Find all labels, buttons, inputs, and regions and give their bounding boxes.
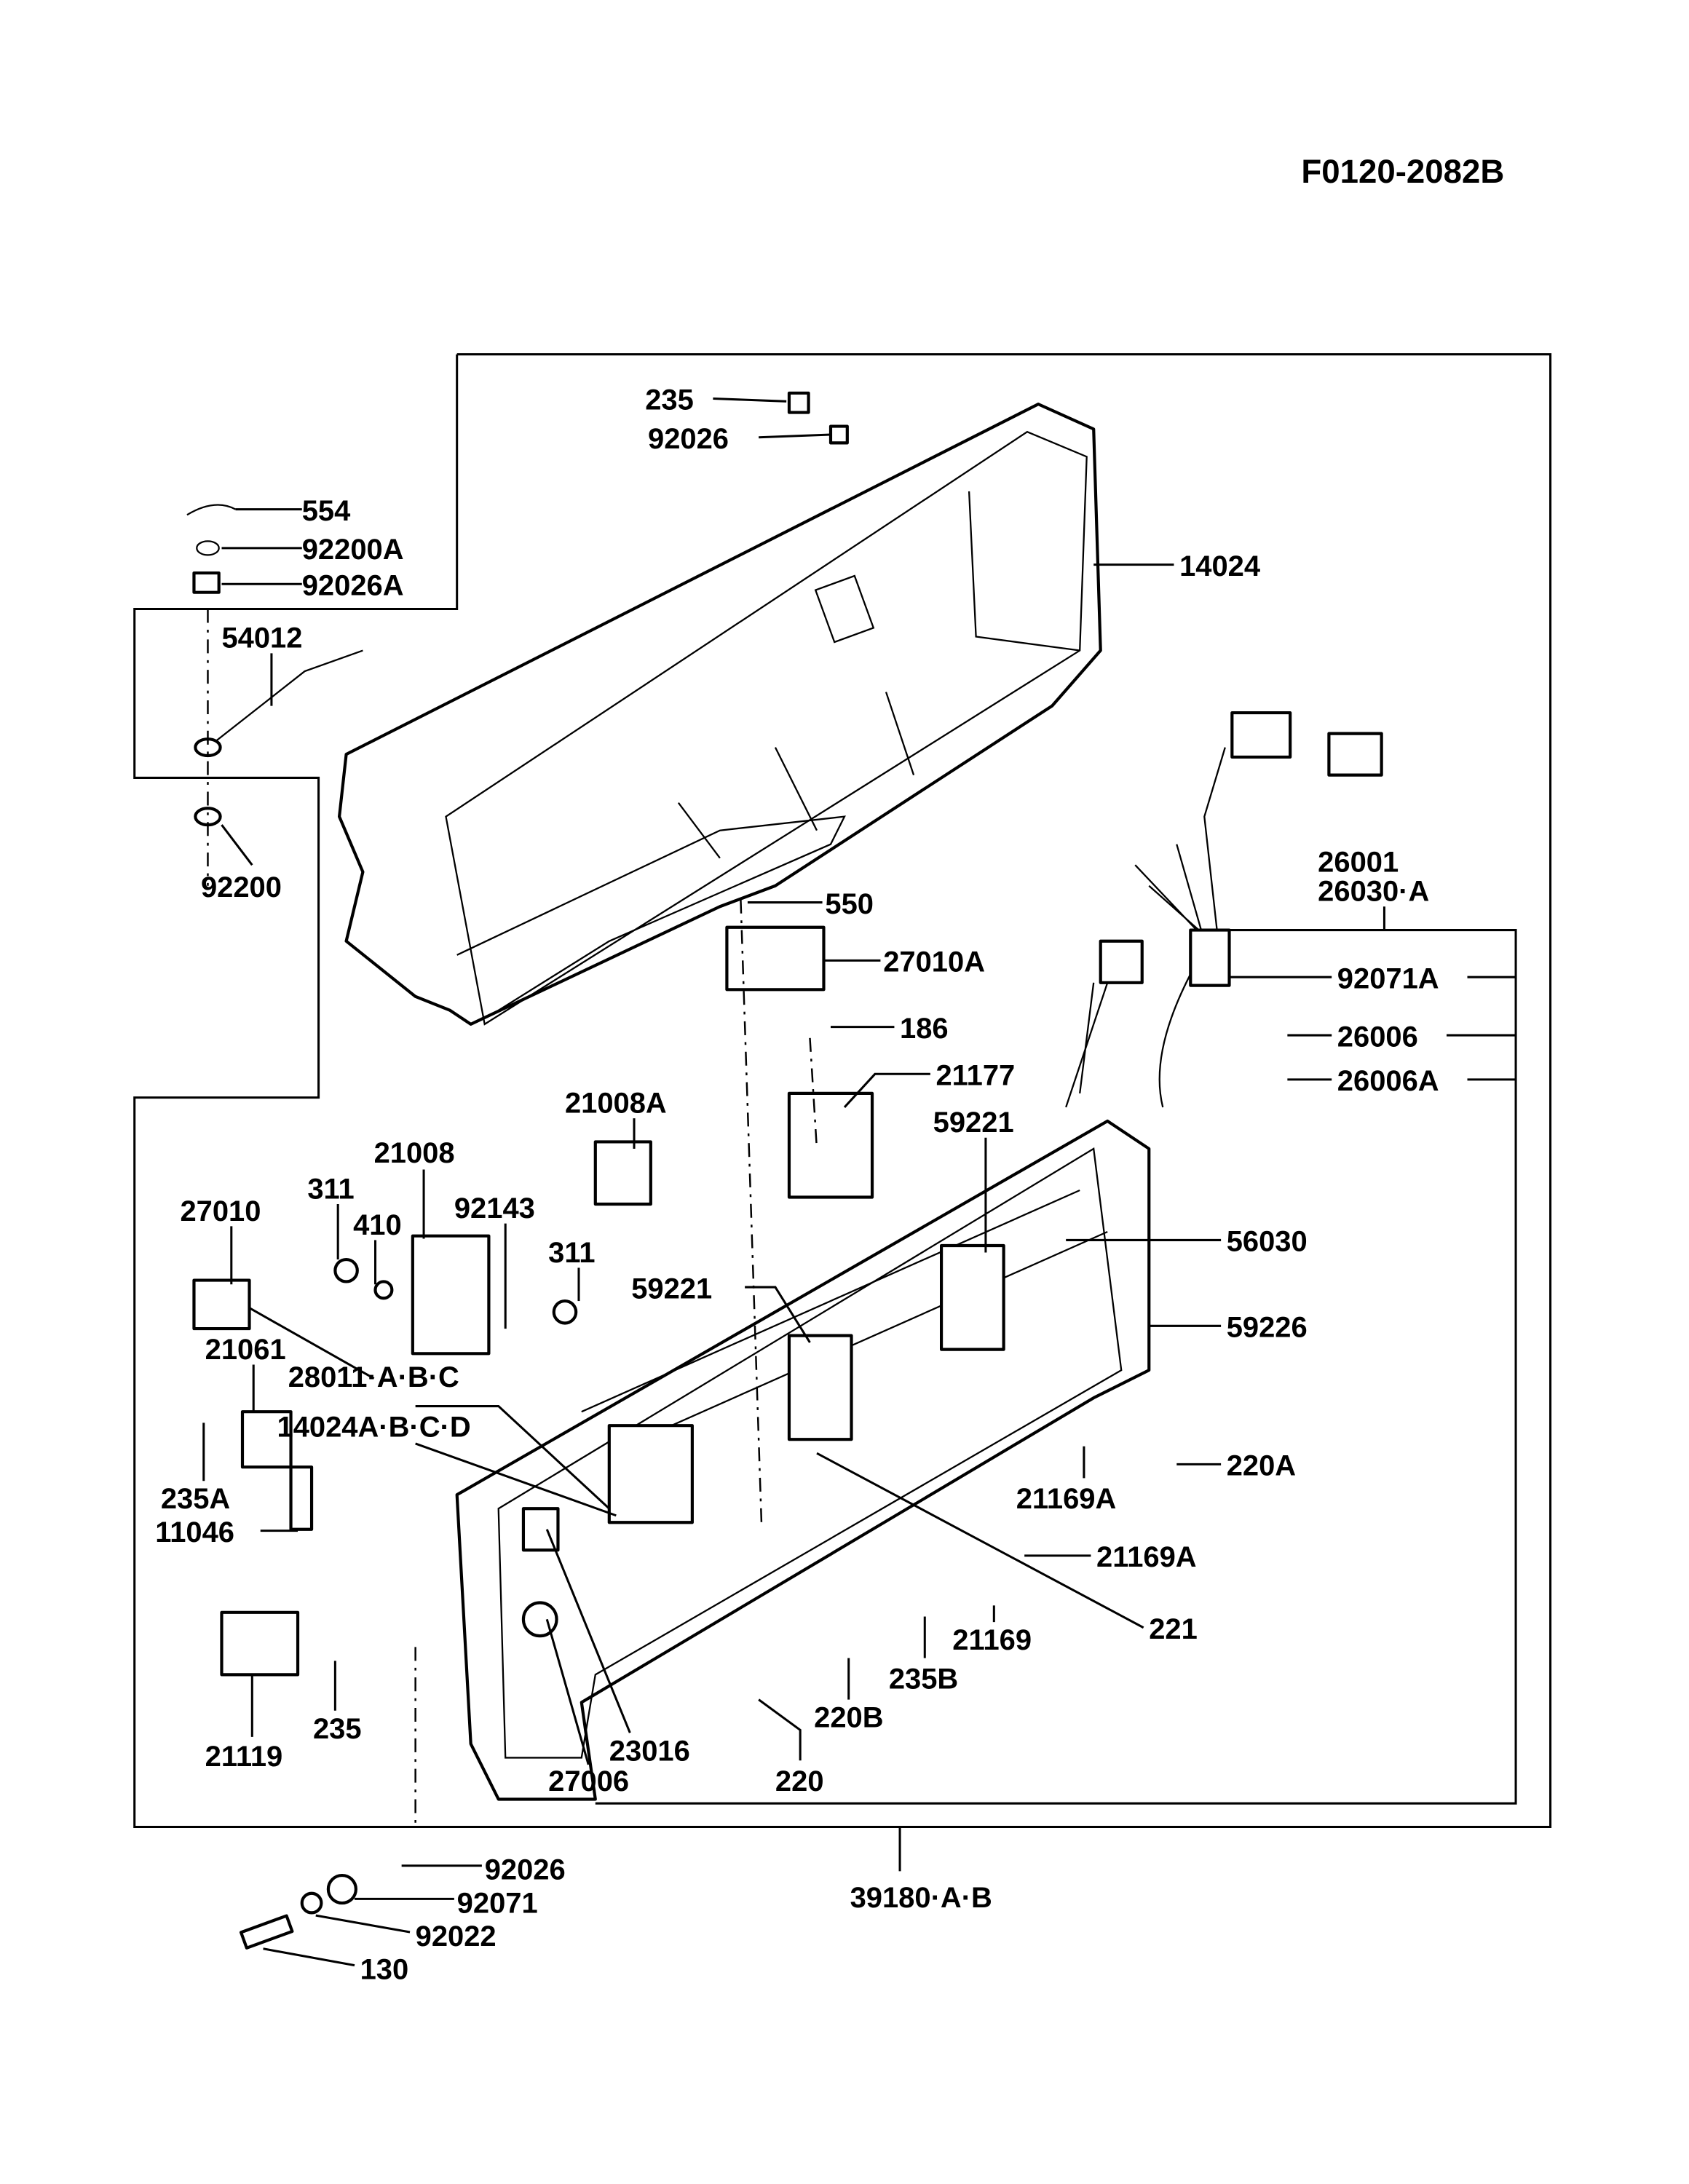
part-label: 130 [360, 1954, 409, 1986]
part-label: 220 [775, 1765, 824, 1797]
part-label: 21169 [952, 1624, 1032, 1656]
part-label: 21008A [565, 1088, 667, 1120]
control-box-housing [337, 403, 1102, 1026]
part-label: 92026 [648, 423, 729, 455]
part-label: 235B [889, 1663, 958, 1695]
part-label: 59221 [933, 1107, 1014, 1139]
part-label: 56030 [1227, 1226, 1308, 1258]
part-label: 92200 [201, 871, 282, 903]
part-label: 27006 [548, 1765, 629, 1797]
axis [740, 899, 763, 1523]
axis [809, 1037, 818, 1150]
part-label: 220A [1227, 1450, 1296, 1482]
front-panel [455, 1119, 1151, 1801]
breaker-21008 [411, 1234, 491, 1356]
part-label: 59221 [631, 1273, 712, 1305]
part-label: 39180·A·B [850, 1882, 992, 1914]
part-label: 26006A [1337, 1065, 1439, 1097]
switch-27010 [192, 1278, 251, 1331]
part-label: 92026A [302, 569, 404, 601]
part-label: 92143 [454, 1192, 535, 1224]
part-label: 92026 [485, 1854, 566, 1886]
part-label: 186 [900, 1013, 949, 1045]
module-27010A [725, 925, 826, 992]
part-label: 21169A [1096, 1541, 1197, 1573]
outlet-59221-lower [787, 1334, 853, 1441]
diagram-code: F0120-2082B [1301, 153, 1504, 190]
part-label: 54012 [221, 622, 302, 654]
part-label: 28011·A·B·C [288, 1361, 459, 1393]
part-label: 21169A [1016, 1483, 1117, 1515]
part-label: 221 [1149, 1613, 1198, 1645]
part-label: 21177 [936, 1059, 1015, 1091]
part-label: 235A [161, 1483, 230, 1515]
part-label: 59226 [1227, 1312, 1308, 1344]
regulator-21177 [787, 1091, 874, 1199]
part-21119 [220, 1610, 300, 1677]
assembly-frame [133, 353, 1552, 1829]
part-label: 554 [302, 495, 351, 527]
meter-14024A [607, 1424, 694, 1524]
part-21061 [240, 1410, 293, 1469]
wiring-harness [1065, 711, 1383, 1108]
part-label: 26006 [1337, 1021, 1418, 1053]
part-label: 92022 [416, 1920, 497, 1952]
components [186, 391, 874, 1950]
part-label: 23016 [609, 1735, 690, 1767]
part-label: 14024 [1179, 550, 1260, 582]
part-label: 235 [645, 384, 694, 416]
part-label: 27010A [883, 946, 985, 978]
part-label: 21061 [205, 1334, 286, 1366]
part-label: 21119 [205, 1741, 283, 1773]
part-label: 311 [548, 1237, 595, 1269]
part-label: 311 [307, 1173, 354, 1205]
harness-subframe [595, 929, 1517, 1805]
part-label: 11046 [155, 1516, 234, 1548]
part-label: 220B [814, 1702, 883, 1734]
part-label: 550 [825, 888, 874, 920]
part-label: 26030·A [1318, 876, 1429, 908]
part-label: 92071A [1337, 962, 1439, 994]
part-label: 235 [313, 1713, 362, 1745]
part-label: 92071 [457, 1887, 538, 1919]
part-label: 27010 [180, 1195, 261, 1227]
part-label: 92200A [302, 534, 404, 566]
part-label: 21008 [374, 1137, 455, 1169]
leader-lines [202, 397, 1516, 1967]
switch-21008A [593, 1140, 652, 1206]
outlet-59221-upper [939, 1243, 1005, 1351]
part-label: 26001 [1318, 847, 1399, 879]
part-label: 14024A·B·C·D [277, 1411, 471, 1443]
part-label: 410 [353, 1209, 402, 1241]
